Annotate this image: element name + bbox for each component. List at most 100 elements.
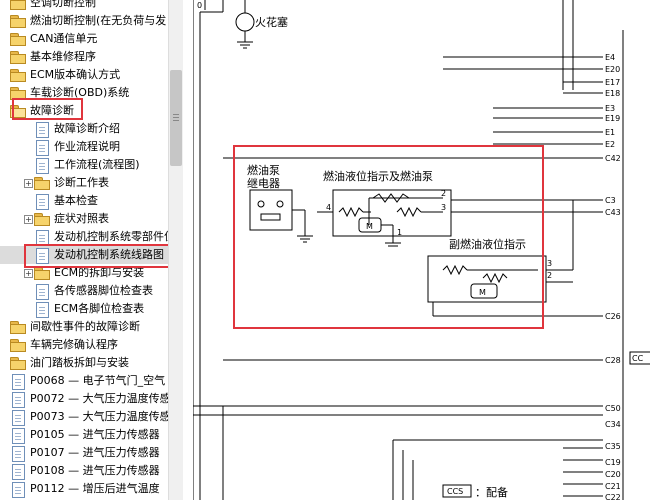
tree-item-label: ECM的拆卸与安装 [54,266,145,279]
folder-icon [34,213,50,226]
ecm-pin-label: E1 [605,128,615,137]
tree-item-label: 诊断工作表 [54,176,109,189]
tree-item-label: 基本检查 [54,194,98,207]
ecm-pin-label: C20 [605,470,621,479]
ecm-pin-label: C34 [605,420,621,429]
tree-item[interactable]: + ECM的拆卸与安装 [0,264,168,282]
tree-item[interactable]: 发动机控制系统零部件位 [0,228,168,246]
page-icon [12,482,25,498]
ecm-pin-label: C50 [605,404,621,413]
tree-item-label: 故障诊断 [30,104,74,117]
tree-item-label: 故障诊断介绍 [54,122,120,135]
tree-item-label: 车辆完修确认程序 [30,338,118,351]
spark-plug-label: 火花塞 [255,15,288,29]
tree-item-label: 车载诊断(OBD)系统 [30,86,130,99]
folder-icon [10,51,26,64]
tree-item[interactable]: P0073 — 大气压力温度传感 [0,408,168,426]
ecm-pin-label: C26 [605,312,621,321]
ecm-pin-label: E4 [605,53,615,62]
ecm-pin-label: C3 [605,196,616,205]
folder-icon [10,357,26,370]
tree-item[interactable]: 故障诊断介绍 [0,120,168,138]
ecm-pin-label: C19 [605,458,621,467]
tree-item[interactable]: CAN通信单元 [0,30,168,48]
tree-item[interactable]: ECM各脚位检查表 [0,300,168,318]
relay-label-1: 燃油泵 [247,163,280,177]
tree-item[interactable]: 故障诊断 [0,102,168,120]
tree-scrollbar[interactable] [168,0,183,500]
tree-item[interactable]: 各传感器脚位检查表 [0,282,168,300]
tree-item-label: ECM版本确认方式 [30,68,121,81]
page-icon [36,140,49,156]
page-icon [12,446,25,462]
tree-item-label: CAN通信单元 [30,32,98,45]
tree-item[interactable]: 间歇性事件的故障诊断 [0,318,168,336]
tree-item[interactable]: 基本检查 [0,192,168,210]
tree-item-label: P0068 — 电子节气门_空气 [30,374,166,387]
folder-icon [10,15,26,28]
page-icon [12,374,25,390]
tree-item[interactable]: ECM版本确认方式 [0,66,168,84]
main-pin-4: 4 [326,203,331,212]
tree-item[interactable]: 油门踏板拆卸与安装 [0,354,168,372]
tree-item-label: 发动机控制系统零部件位 [54,230,168,243]
highlight-fault-diagnosis [12,98,83,120]
relay-label-2: 继电器 [247,177,280,190]
tree-item-label: 燃油切断控制(在无负荷与发 [30,14,167,27]
tree-item-label: 作业流程说明 [54,140,120,153]
ecm-pin-label: E17 [605,78,620,87]
tree-item[interactable]: P0107 — 进气压力传感器 [0,444,168,462]
folder-icon [34,267,50,280]
fuel-level-main-label: 燃油液位指示及燃油泵 [323,169,433,183]
tree-item-label: P0108 — 进气压力传感器 [30,464,160,477]
page-icon [12,392,25,408]
tree-item[interactable]: 工作流程(流程图) [0,156,168,174]
page-icon [12,464,25,480]
page-icon [36,194,49,210]
page-icon [12,428,25,444]
expand-icon[interactable]: + [24,215,33,224]
tree-item[interactable]: 车辆完修确认程序 [0,336,168,354]
tree-item-label: P0072 — 大气压力温度传感 [30,392,168,405]
folder-icon [10,33,26,46]
ecm-pin-label: C21 [605,482,621,491]
expand-icon[interactable]: + [24,269,33,278]
page-icon [36,158,49,174]
ecm-pin-label: C28 [605,356,621,365]
ecm-pin-label: E2 [605,140,615,149]
motor-symbol: M [366,222,373,231]
fuel-level-sub-label: 副燃油液位指示 [449,237,526,251]
tree-item-label: P0107 — 进气压力传感器 [30,446,160,459]
tree-item-label: 发动机控制系统线路图 [54,248,164,261]
main-pin-3: 3 [441,203,446,212]
tree-item[interactable]: 作业流程说明 [0,138,168,156]
tree-item-label: 症状对照表 [54,212,109,225]
tree-item-label: 各传感器脚位检查表 [54,284,153,297]
tree-item[interactable]: P0108 — 进气压力传感器 [0,462,168,480]
tree-item-label: 空调切断控制 [30,0,96,9]
ecm-pin-label: E3 [605,104,615,113]
expand-icon[interactable]: + [24,179,33,188]
ecm-pin-label: C43 [605,208,621,217]
tree-item-label: 间歇性事件的故障诊断 [30,320,140,333]
wiring-diagram: 火花塞 0 燃油泵 继电器 燃油液位指示及燃油泵 副燃油液位指示 M M 2 3… [192,0,650,502]
tree-item-label: 工作流程(流程图) [54,158,140,171]
tree-item[interactable]: 发动机控制系统线路图 [0,246,168,264]
scrollbar-thumb[interactable] [170,70,182,166]
main-pin-2: 2 [441,189,446,198]
tree-item[interactable]: 空调切断控制 [0,0,168,12]
tree-item[interactable]: + 诊断工作表 [0,174,168,192]
tree-item-label: 油门踏板拆卸与安装 [30,356,129,369]
tree-item[interactable]: P0112 — 增压后进气温度 [0,480,168,498]
tree-item[interactable]: P0105 — 进气压力传感器 [0,426,168,444]
tree-item[interactable]: P0068 — 电子节气门_空气 [0,372,168,390]
page-icon [36,284,49,300]
ecm-pin-label: C42 [605,154,621,163]
ecm-pin-label: C22 [605,493,621,500]
folder-icon [10,0,26,10]
tree-item[interactable]: 燃油切断控制(在无负荷与发 [0,12,168,30]
tree-item[interactable]: + 症状对照表 [0,210,168,228]
tree-item[interactable]: P0072 — 大气压力温度传感 [0,390,168,408]
splitter[interactable] [183,0,193,500]
tree-item[interactable]: 基本维修程序 [0,48,168,66]
